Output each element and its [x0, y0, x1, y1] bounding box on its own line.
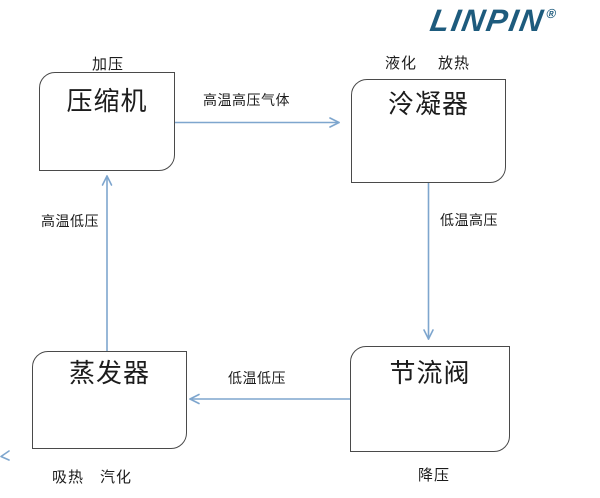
annotation-vaporize: 汽化 — [100, 468, 133, 486]
arrow-throttle-to-evaporator — [189, 393, 351, 405]
node-throttle-valve-label: 节流阀 — [389, 359, 471, 389]
arrow-evaporator-to-compressor — [101, 175, 113, 352]
edge-label-high-temp-low-pressure: 高温低压 — [41, 214, 99, 230]
arrow-condenser-to-throttle — [423, 182, 434, 340]
stray-arrow-mark — [0, 450, 10, 461]
annotation-depressurize: 降压 — [418, 466, 451, 484]
node-evaporator: 蒸发器 — [32, 351, 187, 449]
annotation-pressurize: 加压 — [92, 55, 125, 73]
edge-label-low-temp-high-pressure: 低温高压 — [440, 213, 498, 229]
annotation-release-heat: 放热 — [438, 54, 471, 72]
annotation-absorb-heat: 吸热 — [52, 468, 85, 486]
edge-label-low-temp-low-pressure: 低温低压 — [228, 371, 286, 387]
node-throttle-valve: 节流阀 — [350, 346, 510, 452]
arrow-compressor-to-condenser — [174, 117, 340, 128]
edge-label-high-temp-high-pressure-gas: 高温高压气体 — [203, 93, 290, 109]
node-evaporator-label: 蒸发器 — [68, 359, 150, 389]
node-compressor-label: 压缩机 — [66, 87, 148, 117]
node-compressor: 压缩机 — [39, 72, 175, 171]
node-condenser: 泠凝器 — [351, 79, 506, 183]
annotation-liquefy: 液化 — [385, 54, 418, 72]
node-condenser-label: 泠凝器 — [387, 90, 469, 120]
